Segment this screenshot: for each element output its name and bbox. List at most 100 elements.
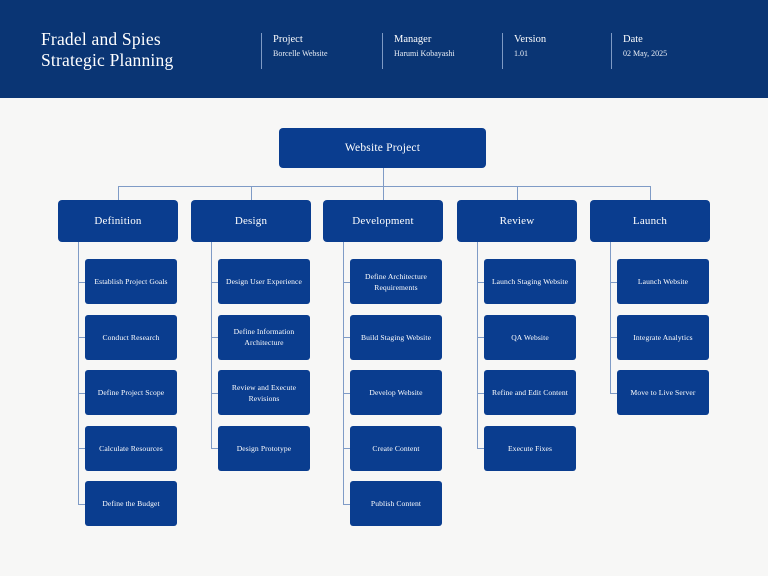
connector-stub-review-1 [477, 337, 484, 338]
connector-stub-design-2 [211, 392, 218, 394]
node-branch-review[interactable]: Review [457, 200, 577, 242]
connector-branch-drop-definition [118, 186, 119, 200]
node-task[interactable]: Conduct Research [85, 314, 177, 360]
connector-stub-design-1 [211, 337, 218, 338]
node-label: Design Prototype [236, 443, 292, 453]
connector-bus-bar [118, 186, 650, 187]
connector-stub-review-3 [477, 448, 484, 449]
node-task[interactable]: Execute Fixes [484, 425, 576, 471]
meta-field-version: Version 1.01 [502, 33, 546, 69]
node-task[interactable]: Create Content [350, 425, 442, 471]
node-label: Move to Live Server [630, 388, 696, 397]
meta-label: Manager [394, 34, 432, 45]
connector-spine-design [211, 242, 212, 448]
node-label: Execute Fixes [507, 443, 553, 453]
connector-stub-development-3 [343, 448, 350, 449]
meta-label: Date [623, 34, 643, 45]
meta-value: 1.01 [514, 49, 528, 58]
connector-stub-design-3 [211, 448, 218, 449]
node-label: QA Website [511, 332, 549, 342]
node-label: Integrate Analytics [633, 332, 693, 342]
meta-field-date: Date 02 May, 2025 [611, 33, 667, 69]
connector-branch-drop-development [383, 186, 384, 200]
node-label: Launch [632, 215, 668, 227]
connector-stub-definition-4 [78, 503, 85, 505]
connector-stub-definition-3 [78, 448, 85, 449]
node-task[interactable]: Design Prototype [218, 425, 310, 471]
node-label: Launch Staging Website [491, 277, 569, 286]
connector-stub-design-0 [211, 281, 218, 283]
node-branch-design[interactable]: Design [191, 200, 311, 242]
node-label: Definition [94, 215, 142, 227]
node-task[interactable]: Move to Live Server [617, 370, 709, 415]
node-label: Create Content [372, 443, 420, 453]
node-label: Conduct Research [102, 332, 160, 342]
node-label: Review and Execute Revisions [231, 382, 297, 403]
node-label: Review [499, 215, 535, 227]
node-label: Build Staging Website [360, 332, 432, 342]
connector-spine-launch [610, 242, 611, 393]
meta-value: Borcelle Website [273, 49, 328, 58]
connector-root-stem [382, 168, 384, 186]
meta-label: Version [514, 34, 547, 45]
meta-label: Project [273, 34, 303, 45]
node-task[interactable]: Define Project Scope [85, 370, 177, 415]
node-label: Design [234, 215, 268, 227]
node-label: Establish Project Goals [94, 277, 168, 286]
node-label: Design User Experience [226, 277, 302, 286]
node-task[interactable]: QA Website [484, 314, 576, 360]
node-label: Launch Website [637, 277, 689, 286]
node-task[interactable]: Integrate Analytics [617, 314, 709, 360]
connector-stub-development-2 [343, 392, 350, 394]
node-task[interactable]: Review and Execute Revisions [218, 370, 310, 415]
node-branch-development[interactable]: Development [323, 200, 443, 242]
node-label: Website Project [344, 142, 421, 154]
node-task[interactable]: Build Staging Website [350, 314, 442, 360]
node-task[interactable]: Define the Budget [85, 481, 177, 526]
node-task[interactable]: Define Information Architecture [218, 314, 310, 360]
node-task[interactable]: Refine and Edit Content [484, 370, 576, 415]
node-label: Define Information Architecture [233, 327, 295, 347]
node-branch-definition[interactable]: Definition [58, 200, 178, 242]
meta-value: 02 May, 2025 [623, 49, 668, 58]
connector-stub-review-0 [477, 281, 484, 283]
connector-stub-definition-2 [78, 392, 85, 394]
connector-branch-drop-launch [650, 186, 651, 200]
node-root[interactable]: Website Project [279, 128, 486, 168]
connector-spine-development [343, 242, 344, 504]
connector-stub-definition-0 [78, 281, 85, 283]
connector-branch-drop-design [251, 186, 252, 200]
connector-spine-definition [78, 242, 79, 504]
node-label: Development [352, 215, 414, 227]
page-header: Fradel and Spies Strategic Planning Proj… [0, 0, 768, 98]
connector-stub-development-0 [343, 281, 350, 283]
connector-stub-launch-1 [610, 337, 617, 338]
node-branch-launch[interactable]: Launch [590, 200, 710, 242]
node-task[interactable]: Launch Staging Website [484, 259, 576, 304]
node-label: Define Architecture Requirements [365, 271, 427, 292]
meta-field-project: Project Borcelle Website [261, 33, 328, 69]
connector-stub-review-2 [477, 392, 484, 394]
page-title: Fradel and Spies Strategic Planning [41, 29, 174, 70]
connector-stub-development-4 [343, 503, 350, 505]
node-label: Define the Budget [102, 499, 160, 508]
node-task[interactable]: Establish Project Goals [85, 259, 177, 304]
node-task[interactable]: Calculate Resources [85, 425, 177, 471]
connector-stub-launch-2 [610, 392, 617, 394]
node-label: Develop Website [369, 388, 423, 397]
node-label: Calculate Resources [99, 443, 163, 453]
node-label: Define Project Scope [97, 388, 165, 397]
meta-value: Harumi Kobayashi [394, 49, 455, 58]
connector-stub-definition-1 [78, 337, 85, 338]
node-label: Refine and Edit Content [492, 388, 568, 397]
connector-stub-development-1 [343, 337, 350, 338]
node-task[interactable]: Develop Website [350, 370, 442, 415]
node-task[interactable]: Design User Experience [218, 259, 310, 304]
meta-field-manager: Manager Harumi Kobayashi [382, 33, 455, 69]
connector-stub-launch-0 [610, 281, 617, 283]
connector-spine-review [477, 242, 478, 448]
node-task[interactable]: Publish Content [350, 481, 442, 526]
node-task[interactable]: Define Architecture Requirements [350, 259, 442, 304]
node-task[interactable]: Launch Website [617, 259, 709, 304]
